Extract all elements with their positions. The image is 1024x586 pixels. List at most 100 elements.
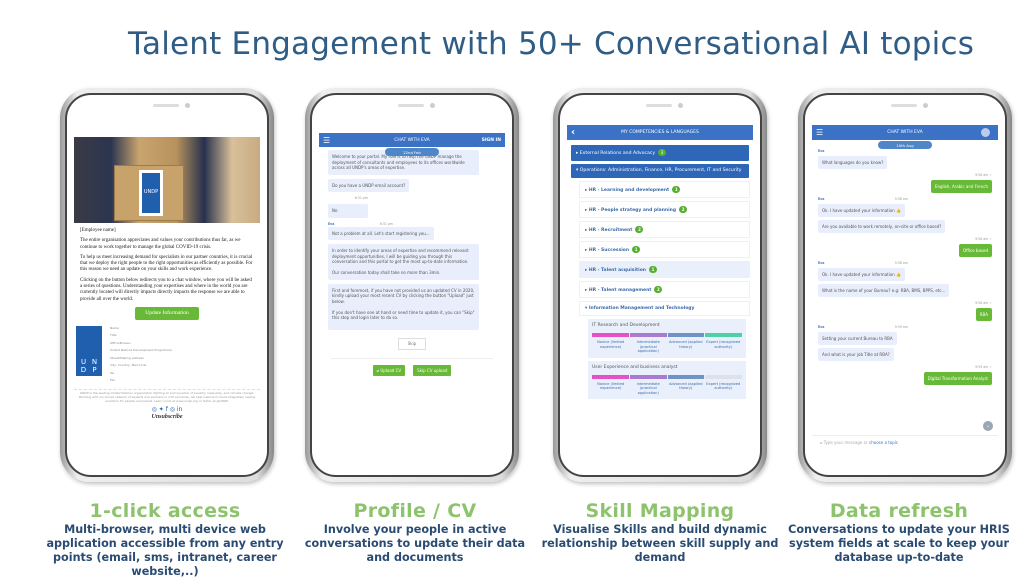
box-logo: UNDP (142, 173, 160, 213)
count-badge: 2 (654, 286, 663, 293)
level-segment (667, 374, 705, 379)
skill-level-bar[interactable] (592, 333, 742, 337)
subcategory-label: HR - Talent acquisition (588, 268, 646, 273)
sender-name: Eva (818, 261, 825, 265)
update-information-button[interactable]: Update Information (135, 306, 199, 320)
bot-message: Are you available to work remotely, on-s… (818, 219, 946, 233)
subcategory-label: HR - Recruitment (588, 228, 633, 233)
choose-topic-link[interactable]: choose a topic (869, 440, 899, 445)
timestamp: 9:59 am ✓ (975, 365, 992, 369)
paperclip-icon: ⌀ (376, 368, 381, 373)
email-footer: UNDP is the leading United Nations organ… (74, 388, 260, 405)
subcategory-information-management[interactable]: ▾ Information Management and Technology (579, 301, 750, 316)
timestamp: 9:59 am (894, 325, 908, 329)
count-badge: 3 (658, 149, 667, 156)
level-segment (592, 374, 629, 379)
timestamp: 9:58 am ✓ (975, 173, 992, 177)
level-labels: Novice (limited experience)Intermediate … (592, 382, 742, 396)
skill-level-bar[interactable] (592, 374, 742, 379)
signature-line: Tel (110, 370, 115, 375)
message-meta: Eva 9:58 am (818, 261, 908, 265)
scroll-down-icon[interactable]: ⌄ (983, 421, 993, 431)
chat-title: CHAT WITH EVA (394, 137, 430, 143)
count-badge: 1 (632, 246, 641, 253)
caption-body: Visualise Skills and build dynamic relat… (541, 523, 779, 564)
avatar[interactable] (981, 128, 990, 137)
email-paragraph: The entire organisation appreciates and … (80, 238, 241, 250)
social-icons[interactable]: ◎ ✦ f ◎ in (151, 406, 183, 414)
subcategory-label: HR - Talent management (588, 288, 652, 293)
chat-header: ☰ CHAT WITH EVA SIGN IN (319, 133, 505, 147)
level-segment (705, 374, 742, 379)
timestamp: 9:58 am ✓ (975, 301, 992, 305)
skip-cv-upload-button[interactable]: Skip CV upload (413, 365, 452, 376)
user-message: No (328, 204, 368, 218)
greeting: [Employee name] (80, 228, 116, 233)
caption-heading: Data refresh (829, 500, 969, 522)
subcategory-label: HR - Succession (588, 248, 630, 253)
date-chip: 22nd Feb (385, 148, 439, 156)
phone-skills: ‹MY COMPETENCIES & LANGUAGES ▸ External … (553, 88, 767, 482)
level-segment (667, 333, 705, 337)
user-message: Office based (958, 243, 992, 257)
category-operations[interactable]: ▾ Operations: Administration, Finance, H… (571, 164, 749, 178)
level-segment (592, 333, 629, 337)
level-label: Novice (limited experience) (597, 381, 625, 391)
email-paragraph: Clicking on the button below redirects y… (80, 277, 252, 302)
bot-message: Not a problem at all. Let's start regist… (328, 226, 434, 240)
timestamp: 9:58 am ✓ (975, 237, 992, 241)
bot-message: Ok. I have updated your information 👍 (818, 203, 906, 217)
caption-heading: 1-click access (89, 500, 241, 522)
back-chevron-icon[interactable]: ‹ (571, 127, 576, 138)
timestamp: 6:31 pm (379, 221, 393, 226)
bot-message: Setting your current Bureau to RBA (818, 331, 897, 345)
hero-photo: UNDP (74, 137, 260, 223)
slide-title: Talent Engagement with 50+ Conversationa… (128, 26, 975, 62)
sign-in-button[interactable]: SIGN IN (481, 137, 501, 143)
level-segment (629, 333, 667, 337)
user-message: Digital Transformation Analyst (923, 371, 992, 385)
subcategory-label: HR - People strategy and planning (588, 208, 677, 213)
subcategory-label: HR - Learning and development (588, 188, 670, 193)
message-meta: Eva (818, 149, 908, 153)
level-label: Advanced (applied theory) (668, 340, 703, 349)
skip-button[interactable]: Skip (398, 338, 426, 350)
paperclip-icon[interactable]: ⌀ (820, 440, 824, 445)
hamburger-icon[interactable]: ☰ (323, 135, 331, 145)
phone-email: UNDP [Employee name] The entire organisa… (60, 88, 274, 482)
skill-name: User Experience and business analyst (592, 364, 678, 370)
sender-name: Eva (818, 197, 825, 201)
bot-message: Do you have a UNDP email account? (328, 178, 410, 192)
timestamp: 9:58 am (894, 261, 908, 265)
unsubscribe-link[interactable]: Unsubscribe (151, 414, 183, 421)
camera (185, 103, 190, 108)
signature-line: United Nations Development Programme (110, 348, 172, 353)
email-paragraph: To help us meet increasing demand for sp… (80, 254, 253, 273)
count-badge: 1 (648, 266, 657, 273)
message-input[interactable]: ⌀ Type your message or choose a topic (812, 435, 998, 449)
caption-body: Involve your people in active conversati… (304, 523, 526, 564)
level-segment (705, 333, 742, 337)
bot-message: What languages do you know? (818, 155, 888, 169)
level-label: Expert (recognized authority) (706, 340, 741, 349)
sender-name: Eva (818, 325, 825, 329)
caption-body: Conversations to update your HRIS system… (788, 523, 1010, 564)
hamburger-icon[interactable]: ☰ (816, 128, 824, 137)
upload-cv-button[interactable]: ⌀ Upload CV (372, 365, 406, 376)
signature-line: Title (110, 333, 117, 338)
